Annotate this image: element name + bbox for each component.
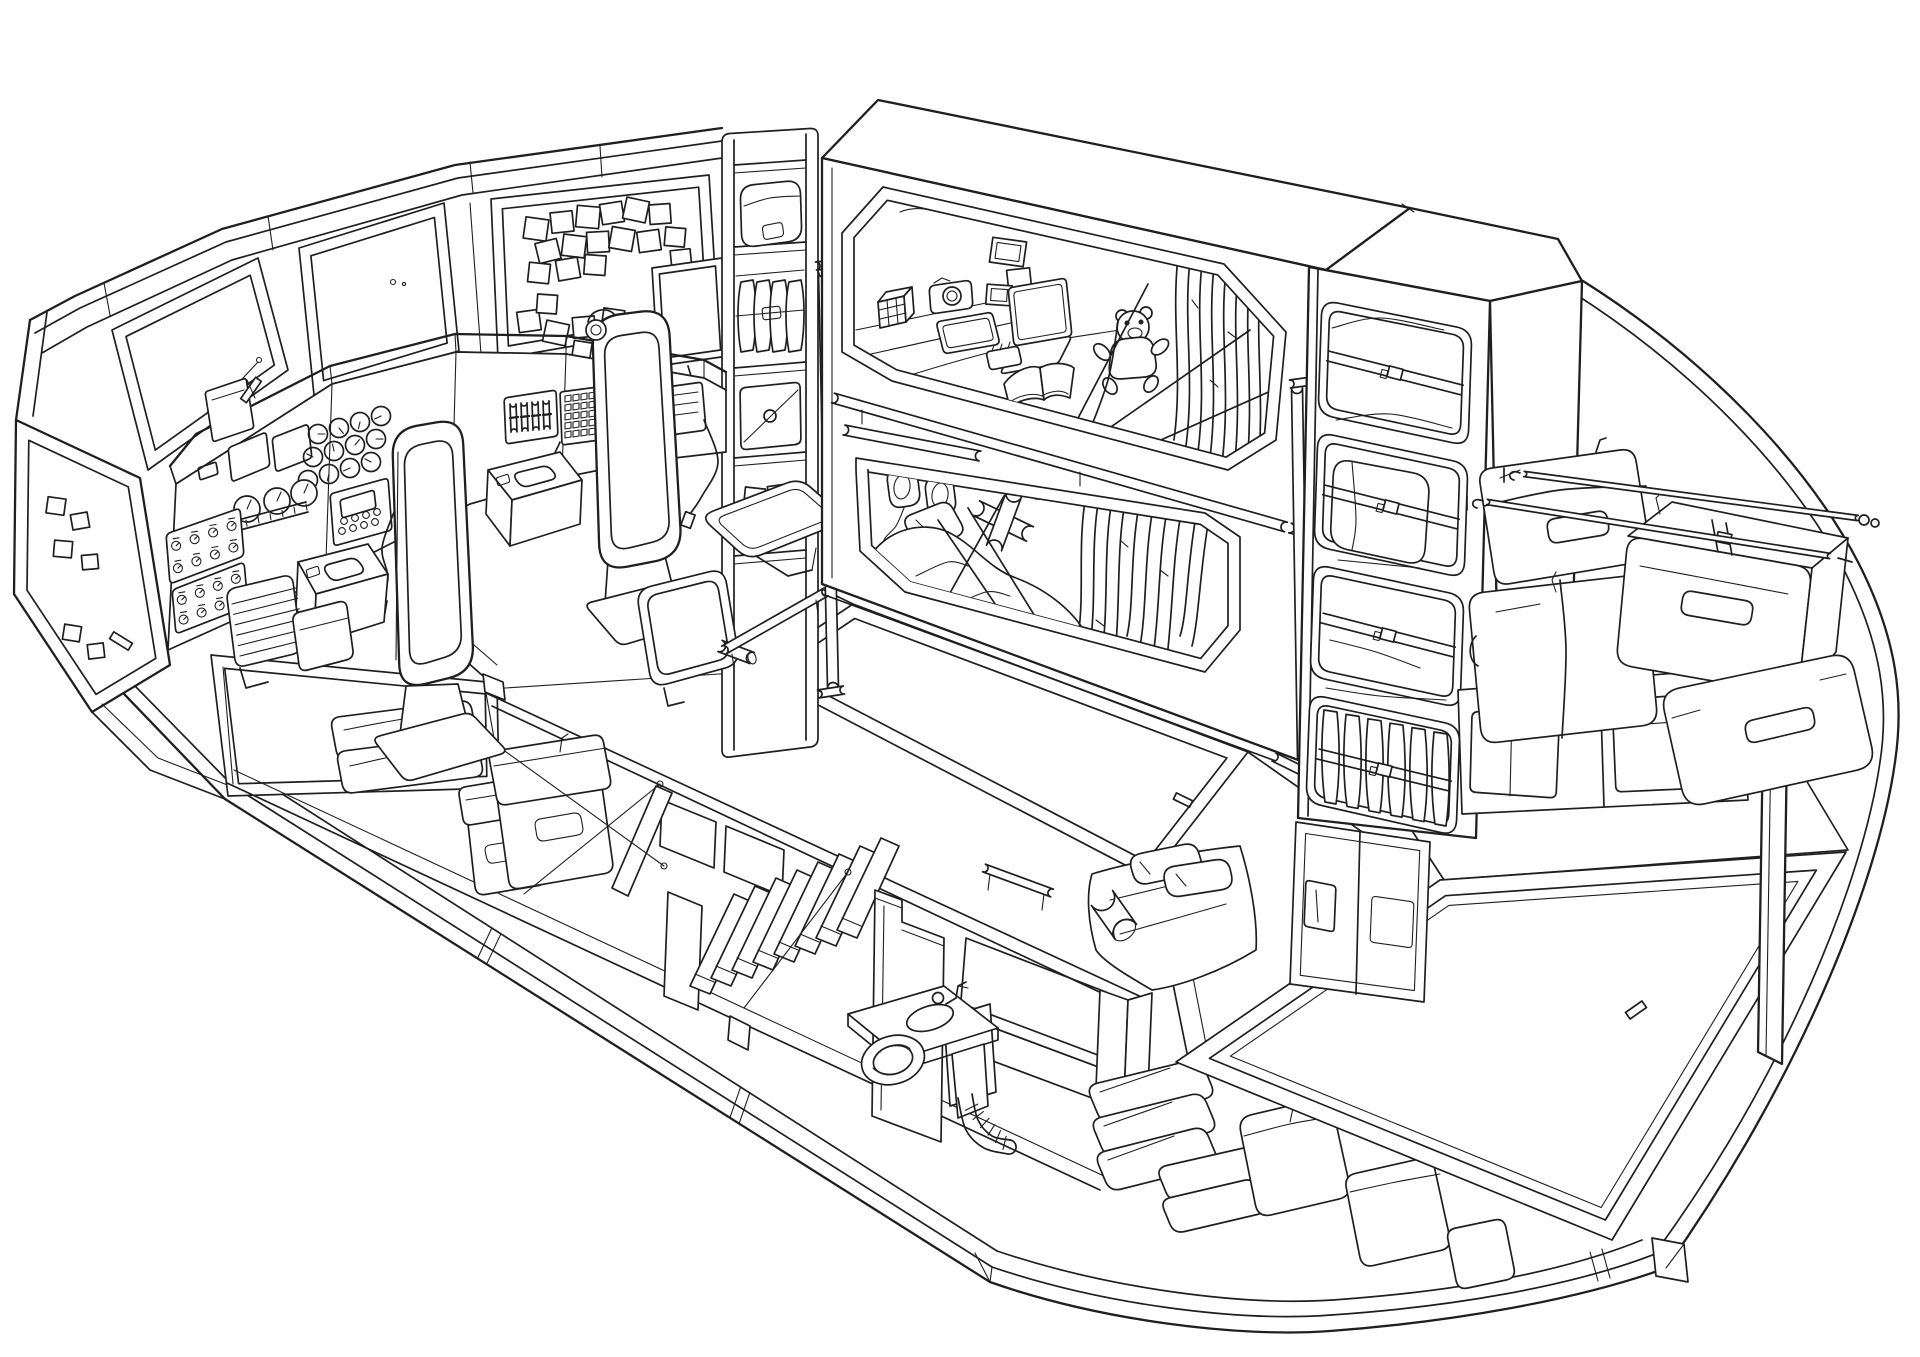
canopy-rim xyxy=(14,126,724,422)
towels-and-boxes xyxy=(1088,989,1516,1290)
cargo-bags xyxy=(1468,448,1874,806)
console-instruments xyxy=(165,381,719,634)
foot-pedals xyxy=(226,575,354,689)
cloth-slippers xyxy=(1087,843,1258,991)
bunk-upper-interior xyxy=(855,208,1274,458)
hull-bottom-band xyxy=(74,635,1689,1334)
hang-tag xyxy=(204,356,263,443)
hull-right-rim xyxy=(1571,279,1900,1270)
floor-rails xyxy=(720,587,1055,911)
side-window xyxy=(12,418,231,800)
storage-bins xyxy=(330,700,668,896)
space-toilet xyxy=(847,981,1017,1155)
bungee-rods xyxy=(1466,437,1880,563)
canopy-windows xyxy=(111,202,482,471)
book-stack xyxy=(663,837,900,1011)
locker-doors xyxy=(1305,301,1473,834)
locker-lower-cabinet xyxy=(1289,821,1431,1003)
pilot-seat-front xyxy=(374,420,506,782)
shelf-rack xyxy=(721,127,819,758)
